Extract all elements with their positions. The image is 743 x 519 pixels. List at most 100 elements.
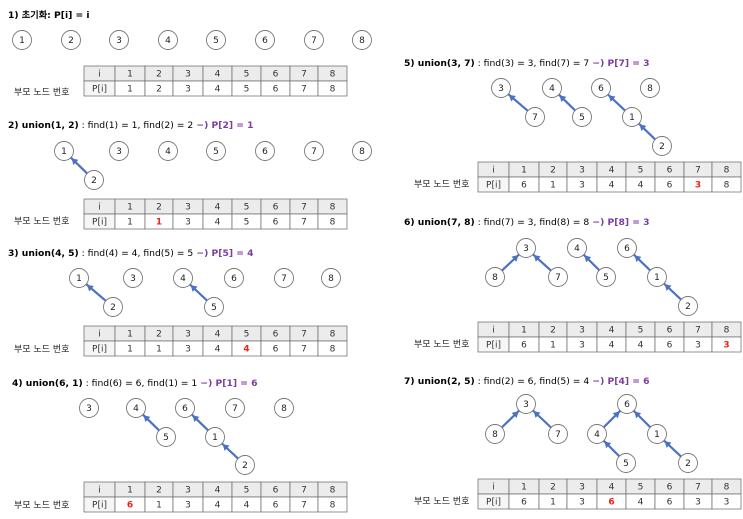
node-2: 2 [678, 453, 698, 473]
table-header-cell: 1 [127, 330, 133, 340]
table-header-cell: 1 [521, 326, 527, 336]
table-header-cell: 1 [127, 203, 133, 213]
node-4: 4 [542, 78, 562, 98]
panel-3: 3) union(4, 5) : find(4) = 4, find(5) = … [8, 248, 348, 357]
node-label: 8 [359, 36, 365, 46]
edge-2-to-1 [636, 121, 656, 141]
edge-2-to-1 [661, 281, 682, 301]
edge-2-to-1 [68, 155, 88, 175]
edge-2-to-1 [661, 438, 682, 458]
node-4: 4 [158, 141, 178, 161]
table-header-cell: 5 [244, 486, 250, 496]
table-caption: 부모 노드 번호 [14, 500, 69, 511]
step-title: 3) union(4, 5) : find(4) = 4, find(5) = … [8, 248, 254, 259]
node-label: 1 [76, 274, 82, 284]
table-parent-cell: 4 [215, 85, 221, 95]
table-parent-cell: 4 [244, 501, 250, 511]
node-1: 1 [69, 268, 89, 288]
node-8: 8 [321, 268, 341, 288]
table-caption: 부모 노드 번호 [14, 216, 69, 227]
node-2: 2 [103, 297, 123, 317]
node-label: 4 [549, 84, 555, 94]
table-parent-cell: 6 [273, 345, 279, 355]
edge-5-to-4 [601, 438, 621, 458]
table-parent-cell: 7 [301, 85, 307, 95]
node-6: 6 [175, 398, 195, 418]
node-8: 8 [485, 424, 505, 444]
table-header-cell: 2 [550, 326, 556, 336]
node-label: 4 [594, 430, 600, 440]
table-header-cell: 7 [301, 70, 307, 80]
table-header-label: i [492, 483, 495, 493]
table-header-cell: 1 [127, 486, 133, 496]
table-caption: 부모 노드 번호 [14, 344, 69, 355]
table-parent-cell: 1 [127, 85, 133, 95]
step-title: 6) union(7, 8) : find(7) = 3, find(8) = … [404, 217, 650, 228]
step-title-part: : find(2) = 6, find(5) = 4 [475, 376, 590, 387]
edge-5-to-4 [140, 412, 160, 432]
node-2: 2 [652, 136, 672, 156]
node-label: 7 [555, 273, 561, 283]
table-caption: 부모 노드 번호 [414, 339, 469, 350]
table-parent-cell: 5 [244, 218, 250, 228]
node-1: 1 [205, 427, 225, 447]
node-label: 2 [68, 36, 74, 46]
step-title-part: 2) union(1, 2) [8, 120, 79, 131]
node-8: 8 [274, 398, 294, 418]
edge-8-to-3 [501, 408, 522, 429]
node-label: 4 [574, 244, 580, 254]
node-label: 3 [130, 274, 136, 284]
table-header-cell: 6 [667, 166, 673, 176]
table-row-label: P[i] [486, 181, 501, 191]
table-header-cell: 1 [521, 483, 527, 493]
panel-4: 4) union(6, 1) : find(6) = 6, find(1) = … [12, 378, 348, 513]
node-label: 6 [624, 244, 630, 254]
table-row-label: P[i] [92, 501, 107, 511]
node-7: 7 [225, 398, 245, 418]
node-label: 4 [165, 36, 171, 46]
table-parent-cell: 3 [579, 498, 585, 508]
table-parent-cell: 3 [185, 345, 191, 355]
node-label: 8 [492, 273, 498, 283]
node-label: 3 [86, 404, 92, 414]
table-row-label: P[i] [92, 85, 107, 95]
step-title: 5) union(3, 7) : find(3) = 3, find(7) = … [404, 58, 650, 69]
table-row-label: P[i] [92, 218, 107, 228]
table-header-label: i [98, 486, 101, 496]
table-parent-cell: 3 [579, 181, 585, 191]
node-8: 8 [352, 141, 372, 161]
table-row-label: P[i] [486, 341, 501, 351]
step-title-part: : find(4) = 4, find(5) = 5 [79, 248, 194, 259]
node-6: 6 [224, 268, 244, 288]
table-parent-cell: 1 [550, 498, 556, 508]
table-parent-cell: 3 [695, 181, 701, 191]
panel-5: 5) union(3, 7) : find(3) = 3, find(7) = … [404, 58, 742, 193]
node-label: 5 [579, 113, 585, 123]
edge-2-to-1 [83, 282, 107, 302]
table-row-label: P[i] [486, 498, 501, 508]
node-3: 3 [516, 394, 536, 414]
table-parent-cell: 4 [638, 181, 644, 191]
node-label: 8 [647, 84, 653, 94]
table-header-cell: 6 [273, 330, 279, 340]
node-label: 3 [116, 147, 122, 157]
node-5: 5 [206, 30, 226, 50]
step-title-part: −) P[1] = 6 [197, 378, 257, 389]
table-header-cell: 8 [724, 166, 730, 176]
table-parent-cell: 3 [724, 498, 730, 508]
table-parent-cell: 3 [723, 341, 729, 351]
table-header-cell: 4 [215, 203, 221, 213]
node-4: 4 [158, 30, 178, 50]
node-label: 7 [281, 274, 287, 284]
node-1: 1 [647, 424, 667, 444]
table-header-cell: 8 [330, 330, 336, 340]
step-title-part: 4) union(6, 1) [12, 378, 83, 389]
table-header-cell: 6 [667, 326, 673, 336]
table-parent-cell: 6 [273, 218, 279, 228]
step-title-part: 6) union(7, 8) [404, 217, 475, 228]
panel-6: 6) union(7, 8) : find(7) = 3, find(8) = … [404, 217, 742, 353]
table-header-cell: 2 [550, 483, 556, 493]
table-parent-cell: 6 [667, 181, 673, 191]
